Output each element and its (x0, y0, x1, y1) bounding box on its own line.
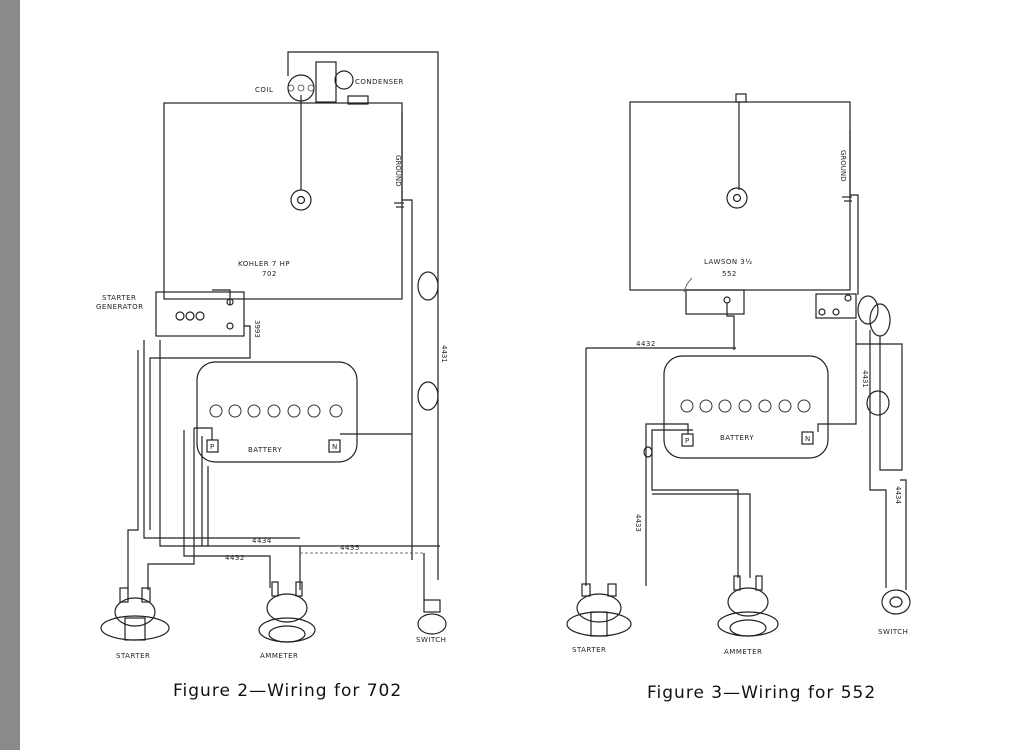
battery-552 (663, 355, 829, 459)
starter-552: STARTER (566, 583, 632, 654)
ground-label-552: GROUND (839, 150, 847, 182)
engine-flywheel-552 (726, 187, 748, 209)
figure-2-wiring-702: COIL CONDENSER GROUND KOHLER 7 HP 702 44… (96, 51, 448, 701)
neg-terminal-552: N (805, 435, 811, 443)
wire-4433-label-552: 4433 (634, 514, 642, 532)
wire-4432-label: 4432 (225, 554, 245, 562)
wire-4434-label: 4434 (252, 537, 272, 545)
pos-terminal: P (210, 443, 215, 451)
wire-4435-label: 4435 (340, 544, 360, 552)
figure-2-caption: Figure 2—Wiring for 702 (173, 681, 402, 701)
coil-label: COIL (255, 86, 273, 94)
wire-4431-label-552: 4431 (861, 370, 869, 388)
battery-702 (196, 361, 358, 463)
engine-label: KOHLER 7 HP (238, 260, 290, 268)
ammeter-label-552: AMMETER (724, 648, 762, 656)
switch-label-552: SWITCH (878, 628, 908, 636)
wire-4432-label-552: 4432 (636, 340, 656, 348)
battery-cells-702 (209, 404, 343, 418)
engine-number-552: 552 (722, 270, 737, 278)
viewer-left-bar (0, 0, 20, 750)
switch-label: SWITCH (416, 636, 446, 644)
engine-number: 702 (262, 270, 277, 278)
starter-generator-label-2: GENERATOR (96, 303, 143, 311)
starter-label: STARTER (116, 652, 150, 660)
ammeter-552: AMMETER (717, 575, 779, 656)
battery-cells-552 (680, 399, 811, 413)
battery-label: BATTERY (248, 446, 282, 454)
condenser-symbol (334, 70, 354, 90)
kohler-engine-block (163, 102, 403, 300)
starter-702: STARTER (100, 587, 170, 660)
switch-552: SWITCH (878, 589, 911, 636)
neg-terminal: N (332, 443, 338, 451)
condenser-label: CONDENSER (355, 78, 404, 86)
pos-terminal-552: P (685, 437, 690, 445)
starter-label-552: STARTER (572, 646, 606, 654)
engine-label-552: LAWSON 3½ (704, 258, 753, 266)
starter-generator-box (155, 291, 245, 337)
battery-label-552: BATTERY (720, 434, 754, 442)
wire-4434-label-552: 4434 (894, 486, 902, 504)
engine-flywheel (290, 189, 312, 211)
ground-label: GROUND (394, 155, 402, 187)
wire-4431-label: 4431 (440, 345, 448, 363)
ammeter-702: AMMETER (258, 581, 316, 660)
ammeter-label: AMMETER (260, 652, 298, 660)
switch-702: SWITCH (416, 599, 447, 644)
figure-3-caption: Figure 3—Wiring for 552 (647, 683, 876, 703)
engine-flywheel-hub (296, 195, 306, 205)
starter-generator-label-1: STARTER (102, 294, 136, 302)
document-page (20, 0, 1024, 750)
wire-3993-label: 3993 (253, 320, 261, 338)
figure-3-wiring-552: GROUND LAWSON 3½ 552 4431 4434 4432 (566, 93, 911, 703)
